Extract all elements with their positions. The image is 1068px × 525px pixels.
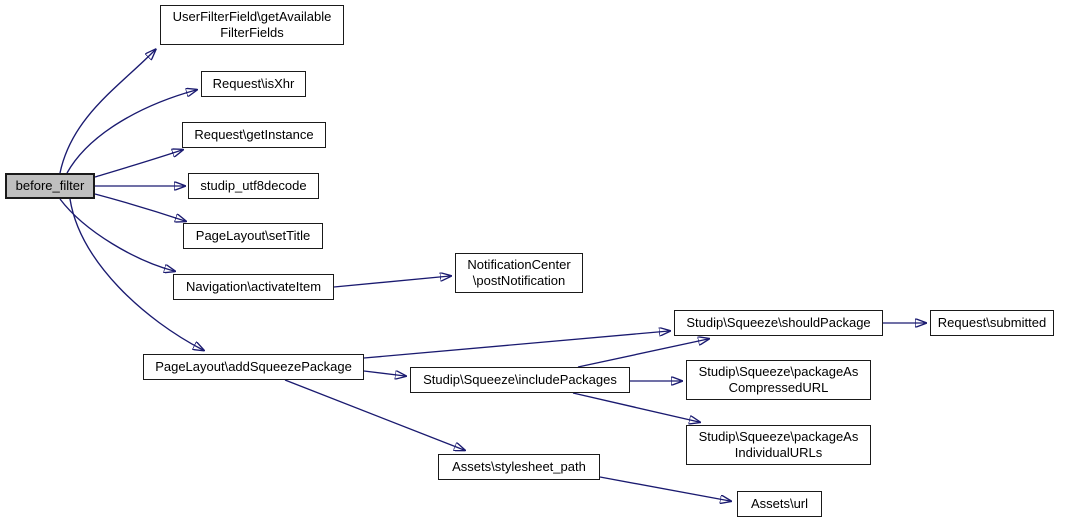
node-label: IndividualURLs [734, 445, 823, 460]
node-label: UserFilterField\getAvailable [172, 9, 332, 24]
node-post-notification[interactable]: NotificationCenter \postNotification [455, 253, 583, 293]
node-set-title[interactable]: PageLayout\setTitle [183, 223, 323, 249]
node-label: Navigation\activateItem [185, 279, 322, 294]
edge-before-filter-to-get-instance [94, 150, 182, 178]
edge-activate-item-to-post-notification [333, 276, 450, 288]
edge-include-packages-to-should-package [577, 339, 708, 368]
node-label: Request\submitted [937, 315, 1047, 330]
node-label: Assets\stylesheet_path [452, 459, 586, 474]
node-label: \postNotification [472, 273, 566, 288]
node-label: NotificationCenter [467, 257, 571, 272]
node-include-packages[interactable]: Studip\Squeeze\includePackages [410, 367, 630, 393]
node-submitted[interactable]: Request\submitted [930, 310, 1054, 336]
node-label: CompressedURL [728, 380, 829, 395]
node-is-xhr[interactable]: Request\isXhr [201, 71, 306, 97]
node-label: before_filter [15, 178, 85, 193]
edge-before-filter-to-activate-item [59, 198, 174, 271]
node-should-package[interactable]: Studip\Squeeze\shouldPackage [674, 310, 883, 336]
node-label: studip_utf8decode [200, 178, 307, 193]
node-get-instance[interactable]: Request\getInstance [182, 122, 326, 148]
node-before-filter: before_filter [5, 173, 95, 199]
edge-add-squeeze-package-to-include-packages [363, 371, 405, 376]
node-package-as-compressed-url[interactable]: Studip\Squeeze\packageAs CompressedURL [686, 360, 871, 400]
node-label: Studip\Squeeze\shouldPackage [686, 315, 871, 330]
node-activate-item[interactable]: Navigation\activateItem [173, 274, 334, 300]
edge-before-filter-to-is-xhr [66, 90, 196, 174]
edge-before-filter-to-add-squeeze-package [69, 198, 203, 350]
node-label: FilterFields [220, 25, 284, 40]
node-package-as-individual-urls[interactable]: Studip\Squeeze\packageAs IndividualURLs [686, 425, 871, 465]
node-label: Assets\url [750, 496, 809, 511]
edge-stylesheet-path-to-assets-url [599, 476, 730, 501]
node-add-squeeze-package[interactable]: PageLayout\addSqueezePackage [143, 354, 364, 380]
edge-add-squeeze-package-to-stylesheet-path [284, 379, 464, 450]
node-label: Studip\Squeeze\includePackages [423, 372, 617, 387]
node-label: PageLayout\setTitle [195, 228, 311, 243]
edge-include-packages-to-package-as-individual-urls [572, 392, 699, 422]
edge-before-filter-to-get-available-filter-fields [59, 50, 155, 174]
node-label: Request\isXhr [212, 76, 295, 91]
node-stylesheet-path[interactable]: Assets\stylesheet_path [438, 454, 600, 480]
node-assets-url[interactable]: Assets\url [737, 491, 822, 517]
node-get-available-filter-fields[interactable]: UserFilterField\getAvailable FilterField… [160, 5, 344, 45]
node-label: Request\getInstance [194, 127, 314, 142]
node-studip-utf8decode[interactable]: studip_utf8decode [188, 173, 319, 199]
node-label: Studip\Squeeze\packageAs [698, 429, 859, 444]
edge-add-squeeze-package-to-should-package [363, 331, 669, 359]
node-label: Studip\Squeeze\packageAs [698, 364, 859, 379]
node-label: PageLayout\addSqueezePackage [155, 359, 352, 374]
edge-before-filter-to-set-title [94, 193, 185, 221]
